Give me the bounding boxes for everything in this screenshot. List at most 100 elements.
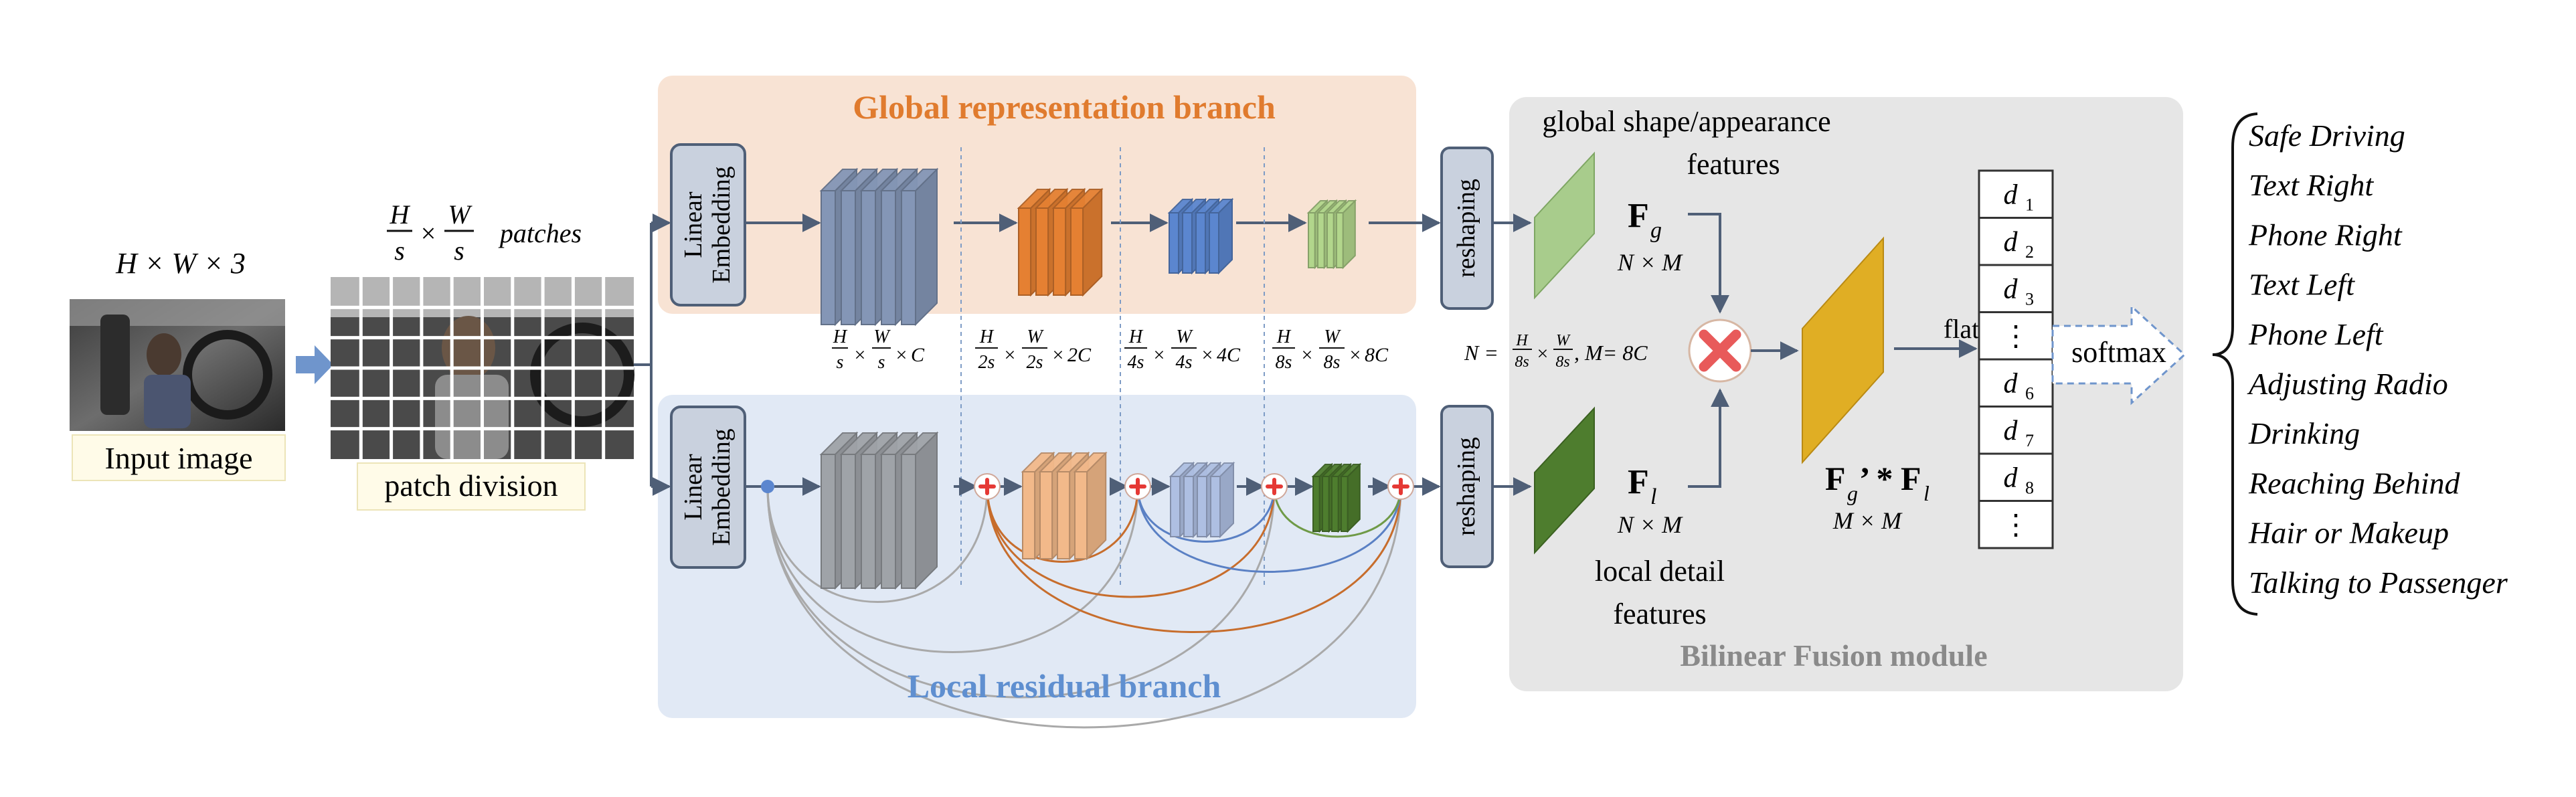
- class-label: Adjusting Radio: [2247, 367, 2448, 401]
- fused-shape: M × M: [1832, 507, 1903, 534]
- svg-text:×: ×: [1350, 344, 1361, 366]
- svg-text:W: W: [1324, 327, 1341, 347]
- global-stage-1: [819, 167, 939, 327]
- global-stage-4: [1306, 199, 1357, 270]
- local-linear-embedding: Linear Embedding: [670, 406, 746, 569]
- svg-text:F: F: [1901, 460, 1921, 497]
- svg-text:l: l: [1923, 481, 1929, 505]
- svg-text:F: F: [1825, 460, 1846, 497]
- svg-text:d: d: [2004, 416, 2019, 446]
- fg-symbol: F g: [1628, 197, 1662, 243]
- residual-add-node: [1261, 473, 1288, 500]
- skip-connection: [766, 486, 1139, 653]
- svg-text:, M= 8C: , M= 8C: [1574, 341, 1648, 365]
- svg-text:8s: 8s: [1515, 353, 1529, 371]
- svg-text:8s: 8s: [1555, 353, 1569, 371]
- skip-connection: [986, 486, 1402, 633]
- class-label: Talking to Passenger: [2249, 565, 2508, 600]
- global-stage-blocks: [745, 167, 1441, 327]
- skip-connection: [766, 486, 1276, 699]
- global-features-caption-2: features: [1687, 148, 1780, 181]
- skip-connection: [766, 486, 989, 603]
- class-label: Text Left: [2249, 268, 2355, 302]
- stage-dimension-label: Hs×Ws×C: [832, 327, 925, 373]
- svg-text:2s: 2s: [978, 352, 995, 373]
- skip-connection: [1136, 486, 1276, 543]
- svg-text:g: g: [1847, 481, 1858, 505]
- skip-connection: [1273, 486, 1402, 538]
- svg-text:Linear: Linear: [679, 191, 707, 258]
- svg-text:’ *: ’ *: [1859, 460, 1893, 497]
- global-branch-title: Global representation branch: [853, 88, 1276, 126]
- svg-text:reshaping: reshaping: [1452, 179, 1480, 278]
- svg-text:2C: 2C: [1067, 344, 1092, 366]
- patch-caption: patch division: [384, 468, 557, 503]
- svg-text:6: 6: [2025, 383, 2034, 403]
- input-caption-box: [72, 434, 286, 481]
- global-feature-map: [1534, 151, 1595, 300]
- svg-text:d: d: [2004, 274, 2019, 304]
- residual-add-node: [1387, 473, 1414, 500]
- svg-text:d: d: [2004, 179, 2019, 210]
- fg-shape: N × M: [1617, 249, 1683, 276]
- global-features-caption-1: global shape/appearance: [1542, 105, 1830, 138]
- fused-product-label: F g ’ * F l: [1825, 460, 1929, 505]
- local-feature-map: [1534, 406, 1595, 555]
- global-stage-3: [1167, 197, 1234, 275]
- input-arrow: [296, 345, 333, 384]
- svg-text:8s: 8s: [1324, 352, 1341, 373]
- svg-text:Linear: Linear: [679, 454, 707, 521]
- svg-text:×: ×: [1154, 344, 1165, 366]
- svg-text:C: C: [911, 344, 925, 366]
- svg-text:s: s: [878, 352, 885, 373]
- svg-text:F: F: [1628, 197, 1649, 235]
- svg-text:W: W: [448, 199, 473, 230]
- local-reshaping: reshaping: [1440, 405, 1494, 568]
- svg-text:×: ×: [896, 344, 908, 366]
- svg-text:W: W: [873, 327, 891, 347]
- svg-text:8C: 8C: [1365, 344, 1389, 366]
- local-stage-2: [1021, 451, 1108, 561]
- skip-connection: [986, 486, 1139, 563]
- svg-text:W: W: [1027, 327, 1044, 347]
- local-stage-blocks: [745, 431, 1441, 590]
- svg-text:s: s: [394, 236, 405, 266]
- svg-text:s: s: [837, 352, 844, 373]
- local-stage-3: [1169, 461, 1235, 539]
- fusion-module-title: Bilinear Fusion module: [1680, 638, 1987, 673]
- class-label: Phone Right: [2248, 217, 2403, 252]
- svg-text:H: H: [390, 199, 411, 230]
- svg-text:×: ×: [421, 218, 436, 248]
- residual-source-node: [761, 480, 774, 493]
- svg-text:H: H: [979, 327, 995, 347]
- global-linear-embedding: Linear Embedding: [670, 143, 746, 306]
- branch-split-connector: [634, 223, 653, 486]
- skip-connection: [766, 486, 1402, 729]
- svg-text:patches: patches: [498, 218, 582, 248]
- residual-add-node: [1124, 473, 1151, 500]
- input-image: [70, 299, 285, 431]
- svg-text:7: 7: [2025, 431, 2034, 450]
- stage-dimension-label: H2s×W2s×2C: [975, 327, 1092, 373]
- svg-text:8: 8: [2025, 478, 2034, 497]
- svg-text:8s: 8s: [1276, 352, 1292, 373]
- svg-text:2: 2: [2025, 242, 2034, 262]
- patches-size-label: H s × W s patches: [387, 199, 582, 266]
- svg-text:s: s: [454, 236, 464, 266]
- skip-connection: [986, 486, 1276, 598]
- vector-cell: ⋮: [1978, 311, 2054, 361]
- svg-text:F: F: [1628, 463, 1649, 501]
- svg-text:l: l: [1650, 484, 1656, 509]
- softmax-label: softmax: [2071, 336, 2166, 369]
- fl-shape: N × M: [1617, 511, 1683, 538]
- svg-text:Embedding: Embedding: [707, 166, 736, 283]
- class-label: Drinking: [2248, 416, 2360, 450]
